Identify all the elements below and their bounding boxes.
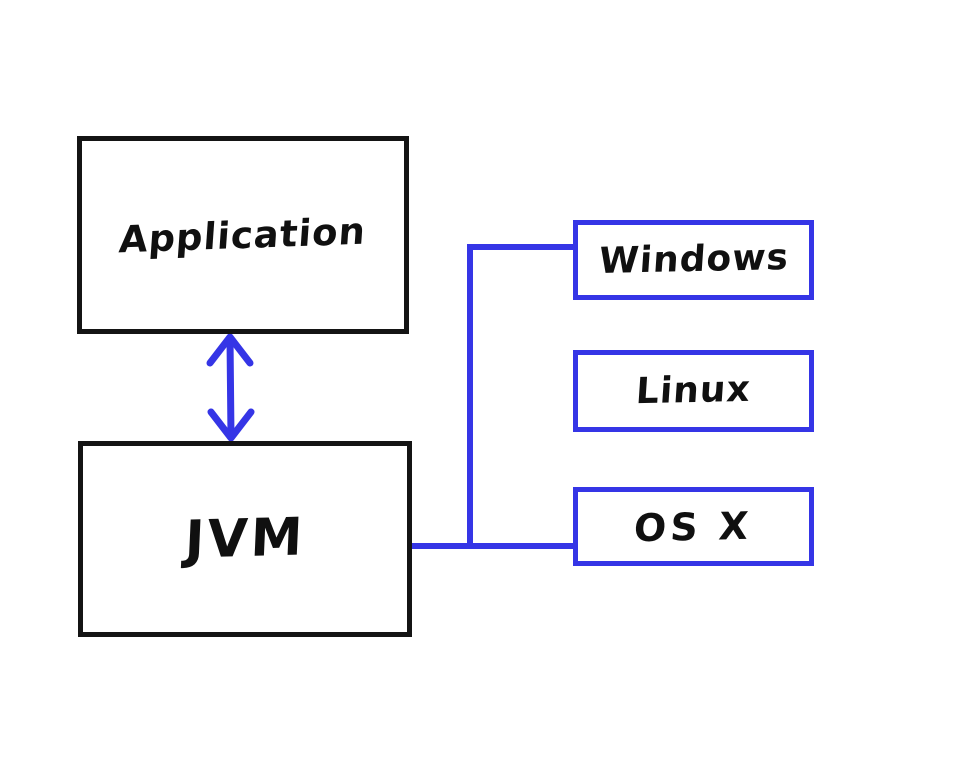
node-jvm-label: JVM (183, 507, 307, 571)
node-windows-label: Windows (597, 236, 790, 283)
node-jvm[interactable]: JVM (78, 441, 412, 637)
connector-jvm-windows (467, 244, 577, 549)
node-application[interactable]: Application (77, 136, 409, 334)
node-linux-label: Linux (634, 368, 753, 413)
node-osx[interactable]: OS X (573, 487, 814, 566)
node-windows[interactable]: Windows (573, 220, 814, 300)
connector-application-jvm (206, 333, 255, 442)
node-linux[interactable]: Linux (573, 350, 814, 432)
node-osx-label: OS X (632, 503, 755, 550)
node-application-label: Application (118, 209, 368, 261)
